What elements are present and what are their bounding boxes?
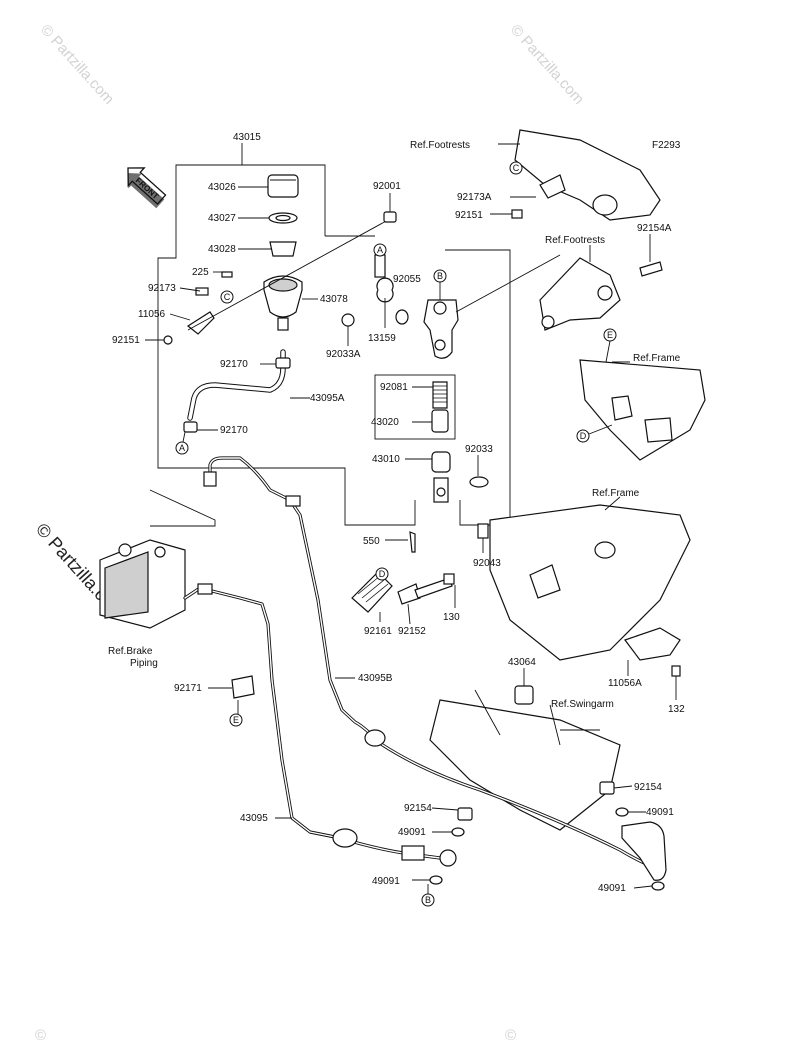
callout-a-bottom: A [175,431,189,455]
part-92170-b: 92170 [220,425,248,436]
part-92043: 92043 [473,558,501,569]
part-92152: 92152 [398,626,426,637]
part-550: 550 [363,536,380,547]
part-92154-b: 92154 [634,782,662,793]
part-92151: 92151 [112,335,140,346]
footrest-bracket-top [490,129,661,221]
part-43010: 43010 [372,454,400,465]
part-130: 130 [443,612,460,623]
master-cylinder-body [423,254,561,359]
bolt-92001 [383,193,397,223]
ref-frame-mid: Ref.Frame [592,488,640,499]
part-labels: 43015 43026 43027 43028 225 92173 11056 … [112,132,685,894]
svg-text:E: E [233,715,239,725]
part-43095B: 43095B [358,673,393,684]
part-49091-c: 49091 [646,807,674,818]
ref-frame-right: Ref.Frame [633,353,681,364]
abs-unit [99,489,216,629]
ref-footrests-top: Ref.Footrests [410,140,470,151]
piston-kit-box [374,374,456,440]
part-43026: 43026 [208,182,236,193]
callout-d-right: D [576,424,613,443]
svg-text:C: C [224,292,231,302]
pushrod-43010 [385,451,489,553]
reservoir-diaphragm [238,241,297,257]
part-49091-a: 49091 [398,827,426,838]
part-92001: 92001 [373,181,401,192]
part-92033A: 92033A [326,349,361,360]
part-92055: 92055 [393,274,421,285]
callout-c-right: C [509,161,523,175]
part-92154A: 92154A [637,223,672,234]
watermark-top-left: © Partzilla.com [37,21,117,107]
part-43015: 43015 [233,132,261,143]
part-92151-b: 92151 [455,210,483,221]
footrest-bracket-mid [539,234,663,331]
front-arrow-icon: FRONT [127,167,167,209]
brake-pedal [351,571,456,625]
callout-c-left: C [220,290,234,304]
callout-d-left: D [375,567,389,581]
ref-swingarm: Ref.Swingarm [551,699,614,710]
brake-pipe-43095B [203,456,667,881]
pipe-clamp-92171 [208,675,255,714]
part-43027: 43027 [208,213,236,224]
diagram-code: F2293 [652,140,681,151]
svg-text:B: B [425,895,431,905]
part-13159: 13159 [368,333,396,344]
watermark-bottom-right: © [505,1027,516,1044]
reservoir-cap [238,174,299,198]
part-11056A: 11056A [608,678,642,689]
callout-e-left: E [229,713,243,727]
ref-brake-piping: Ref.Brake [108,646,153,657]
part-49091-d: 49091 [598,883,626,894]
reservoir-bracket [145,271,233,345]
callout-a-top: A [373,243,387,257]
part-43020: 43020 [371,417,399,428]
reservoir-plate [238,212,298,224]
callout-b-top: B [433,269,447,300]
ref-footrests-mid: Ref.Footrests [545,235,605,246]
part-92173A: 92173A [457,192,492,203]
part-43078: 43078 [320,294,348,305]
part-49091-b: 49091 [372,876,400,887]
part-43095: 43095 [240,813,268,824]
callout-b-bottom: B [421,893,435,907]
part-11056: 11056 [138,309,166,320]
svg-text:E: E [607,330,613,340]
svg-text:A: A [179,443,185,453]
part-92081: 92081 [380,382,408,393]
banjo-fittings [412,781,665,894]
part-92173: 92173 [148,283,176,294]
brake-pipe-43095 [183,583,442,861]
part-92171: 92171 [174,683,202,694]
swingarm [429,668,621,831]
part-225: 225 [192,267,209,278]
ref-brake-piping-2: Piping [130,658,158,669]
svg-text:C: C [513,163,520,173]
callout-e-right: E [603,328,617,363]
watermark-top-right: © Partzilla.com [507,21,587,107]
part-132: 132 [668,704,685,715]
reservoir-tank [263,275,318,331]
part-92154-a: 92154 [404,803,432,814]
watermark-bottom-left: © [35,1027,46,1044]
reservoir-hose [183,349,310,433]
frame-right-mid [489,496,691,700]
svg-text:B: B [437,271,443,281]
reservoir-mount-line [187,219,389,331]
part-43028: 43028 [208,244,236,255]
part-92170-a: 92170 [220,359,248,370]
svg-text:D: D [379,569,386,579]
part-43095A: 43095A [310,393,345,404]
part-92033: 92033 [465,444,493,455]
fitting-13159 [341,254,409,346]
part-92161: 92161 [364,626,392,637]
part-43064: 43064 [508,657,536,668]
svg-text:A: A [377,245,383,255]
frame-right-top [579,359,706,461]
svg-text:D: D [580,431,587,441]
